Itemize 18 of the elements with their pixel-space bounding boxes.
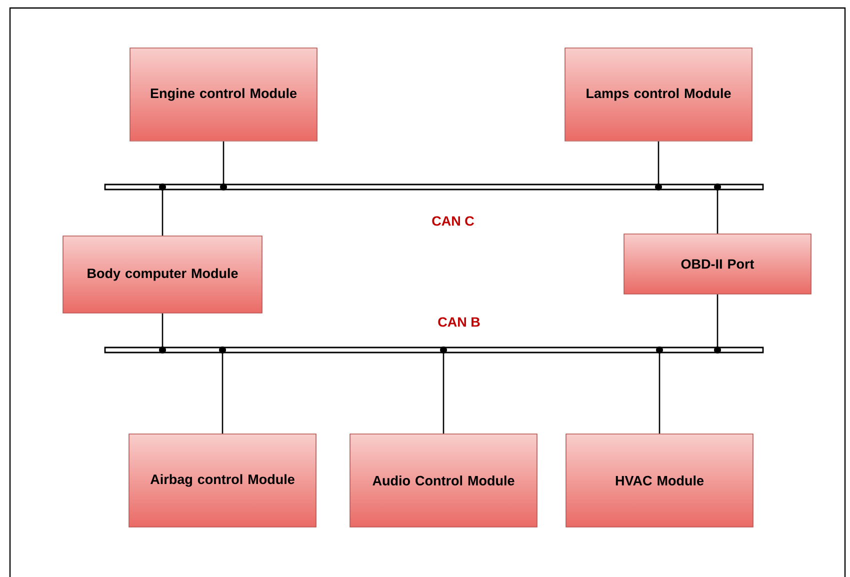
connector-line: [219, 346, 226, 434]
bus-label: CAN B: [438, 317, 480, 327]
connector-line: [714, 294, 721, 354]
connector-line: [655, 141, 662, 190]
module-box: Audio Control Module: [350, 434, 538, 528]
module-box: OBD-II Port: [624, 234, 812, 294]
module-box: Lamps control Module: [564, 48, 752, 142]
module-box: HVAC Module: [566, 434, 754, 528]
connector-line: [440, 346, 447, 434]
bus-label: CAN C: [432, 216, 474, 226]
connector-line: [656, 346, 663, 434]
module-box: Body computer Module: [62, 236, 262, 314]
connector-line: [159, 313, 166, 354]
module-box: Engine control Module: [130, 48, 318, 142]
connector-line: [220, 141, 227, 190]
connector-line: [714, 184, 721, 234]
module-box: Airbag control Module: [128, 434, 316, 528]
connector-line: [159, 184, 166, 236]
